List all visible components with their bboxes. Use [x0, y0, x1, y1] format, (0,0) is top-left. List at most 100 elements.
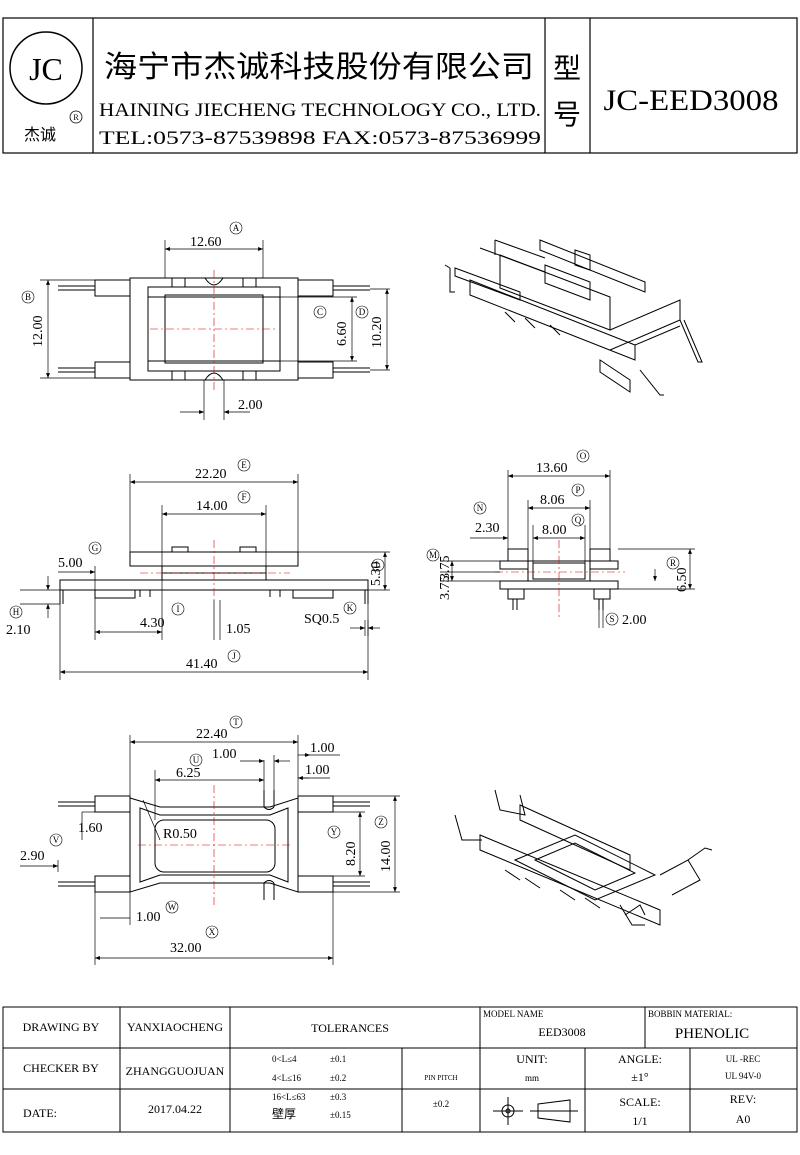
- dim-q-value: 8.00: [542, 523, 567, 538]
- dim-m-tag: M: [429, 550, 437, 560]
- dim-y-value: 8.20: [344, 842, 359, 867]
- dim-pitch-top-value: 2.00: [238, 398, 263, 413]
- unit-label: UNIT:: [516, 1052, 547, 1066]
- dim-g-tag: G: [92, 543, 99, 553]
- date-label: DATE:: [23, 1106, 57, 1120]
- dim-o-tag: O: [580, 451, 587, 461]
- dim-h-value: 2.10: [6, 623, 31, 638]
- dim-e-tag: E: [241, 460, 247, 470]
- dim-m-value: 3.75: [438, 556, 453, 581]
- dim-v2-value: 1.60: [78, 821, 103, 836]
- dim-n-tag: N: [477, 503, 484, 513]
- material-label: BOBBIN MATERIAL:: [648, 1009, 732, 1019]
- ul-94v0: UL 94V-0: [725, 1071, 762, 1081]
- top-view-dims: [40, 240, 390, 420]
- dim-x-tag: X: [209, 927, 216, 937]
- side-view-labels: 13.60 O 8.06 P 8.00 Q N 2.30 M 3.75 3.75…: [426, 449, 690, 628]
- dim-i-value: 4.30: [140, 616, 165, 631]
- dim-w-tag: W: [168, 902, 177, 912]
- header: [2, 17, 798, 154]
- title-block-text: DRAWING BY YANXIAOCHENG CHECKER BY ZHANG…: [23, 1009, 762, 1128]
- dim-s-value: 2.00: [622, 613, 647, 628]
- type-label-1: 型: [553, 53, 581, 85]
- dim-q-tag: Q: [575, 515, 582, 525]
- tol-range-4: 壁厚: [272, 1106, 296, 1121]
- logo-text: JC: [29, 51, 63, 87]
- scale-label: SCALE:: [619, 1095, 660, 1109]
- bottom-view-dims: [20, 735, 400, 965]
- dim-o-value: 13.60: [536, 461, 568, 476]
- dim-b-value: 12.00: [31, 316, 46, 348]
- ul-rec: UL -REC: [726, 1054, 760, 1064]
- front-view-labels: 22.20 E 14.00 F G 5.00 H 2.10 4.30 I 1.0…: [6, 458, 385, 672]
- dim-u-tag: U: [193, 755, 200, 765]
- material-value: PHENOLIC: [675, 1026, 749, 1042]
- dim-i2-value: 1.05: [226, 622, 251, 637]
- tol-value-4: ±0.15: [330, 1110, 351, 1120]
- logo-reg: R: [73, 113, 79, 122]
- unit-value: mm: [525, 1073, 539, 1083]
- dim-p-value: 8.06: [540, 493, 565, 508]
- tol-range-1: 0<L≤4: [272, 1054, 297, 1064]
- dim-t-value: 22.40: [196, 727, 228, 742]
- model-number: JC-EED3008: [604, 84, 779, 117]
- tolerances-label: TOLERANCES: [311, 1021, 389, 1035]
- dim-v-tag: V: [53, 835, 60, 845]
- scale-value: 1/1: [632, 1114, 647, 1128]
- dim-n-value: 2.30: [475, 521, 500, 536]
- dim-y-tag: Y: [331, 827, 338, 837]
- dim-k-tag: K: [347, 603, 354, 613]
- dim-u-value: 6.25: [176, 766, 201, 781]
- tol-range-3: 16<L≤63: [272, 1092, 306, 1102]
- tol-range-2: 4<L≤16: [272, 1073, 302, 1083]
- bottom-view: [58, 785, 370, 905]
- date-value: 2017.04.22: [148, 1102, 202, 1116]
- drawing-by-value: YANXIAOCHENG: [127, 1020, 223, 1034]
- dim-i-tag: I: [177, 604, 180, 614]
- dim-t2-value: 1.00: [310, 741, 335, 756]
- dim-r-value: 6.50: [675, 568, 690, 593]
- dim-g-value: 5.00: [58, 556, 83, 571]
- dim-m2-value: 3.75: [438, 576, 453, 601]
- dim-j-value: 41.40: [186, 657, 218, 672]
- logo-circle: [9, 31, 83, 105]
- dim-a-tag: A: [233, 223, 240, 233]
- top-view-labels: 12.60 A B 12.00 C 6.60 D 10.20 2.00: [21, 221, 385, 413]
- dim-c-tag: C: [317, 307, 323, 317]
- company-contact: TEL:0573-87539898 FAX:0573-87536999: [99, 128, 541, 149]
- dim-f-value: 14.00: [196, 499, 228, 514]
- dim-l-value: 5.30: [369, 562, 384, 587]
- dim-s-tag: S: [609, 614, 614, 624]
- type-label-2: 号: [553, 100, 581, 131]
- logo-caption: 杰诚: [24, 126, 56, 144]
- top-view: [58, 270, 370, 390]
- dim-x-value: 32.00: [170, 941, 202, 956]
- dim-t3-value: 1.00: [305, 763, 330, 778]
- company-name-cn: 海宁市杰诚科技股份有限公司: [104, 51, 534, 84]
- front-view-dims: [20, 474, 390, 680]
- dim-e-value: 22.20: [195, 467, 227, 482]
- dim-f-tag: F: [241, 492, 246, 502]
- drawing-by-label: DRAWING BY: [23, 1020, 100, 1034]
- company-name-en: HAINING JIECHENG TECHNOLOGY CO., LTD.: [99, 100, 541, 121]
- tol-value-2: ±0.2: [330, 1073, 346, 1083]
- dim-w-value: 1.00: [136, 910, 161, 925]
- angle-label: ANGLE:: [618, 1052, 662, 1066]
- tol-value-3: ±0.3: [330, 1092, 347, 1102]
- pin-pitch-label: PIN PITCH: [424, 1074, 457, 1082]
- dim-l-tag: L: [375, 560, 381, 570]
- rev-value: A0: [736, 1112, 751, 1126]
- dim-t-tag: T: [233, 717, 239, 727]
- registered-icon: [69, 110, 83, 124]
- dim-a-value: 12.60: [190, 235, 222, 250]
- dim-z-value: 14.00: [379, 841, 394, 873]
- tol-value-1: ±0.1: [330, 1054, 346, 1064]
- dim-h-tag: H: [13, 607, 20, 617]
- rev-label: REV:: [730, 1092, 756, 1106]
- front-view: [59, 540, 369, 604]
- dim-k-value: SQ0.5: [304, 612, 339, 627]
- bottom-view-labels: 22.40 T 1.00 U 6.25 1.00 1.00 1.60 R0.50…: [20, 715, 394, 956]
- checker-by-label: CHECKER BY: [23, 1061, 99, 1075]
